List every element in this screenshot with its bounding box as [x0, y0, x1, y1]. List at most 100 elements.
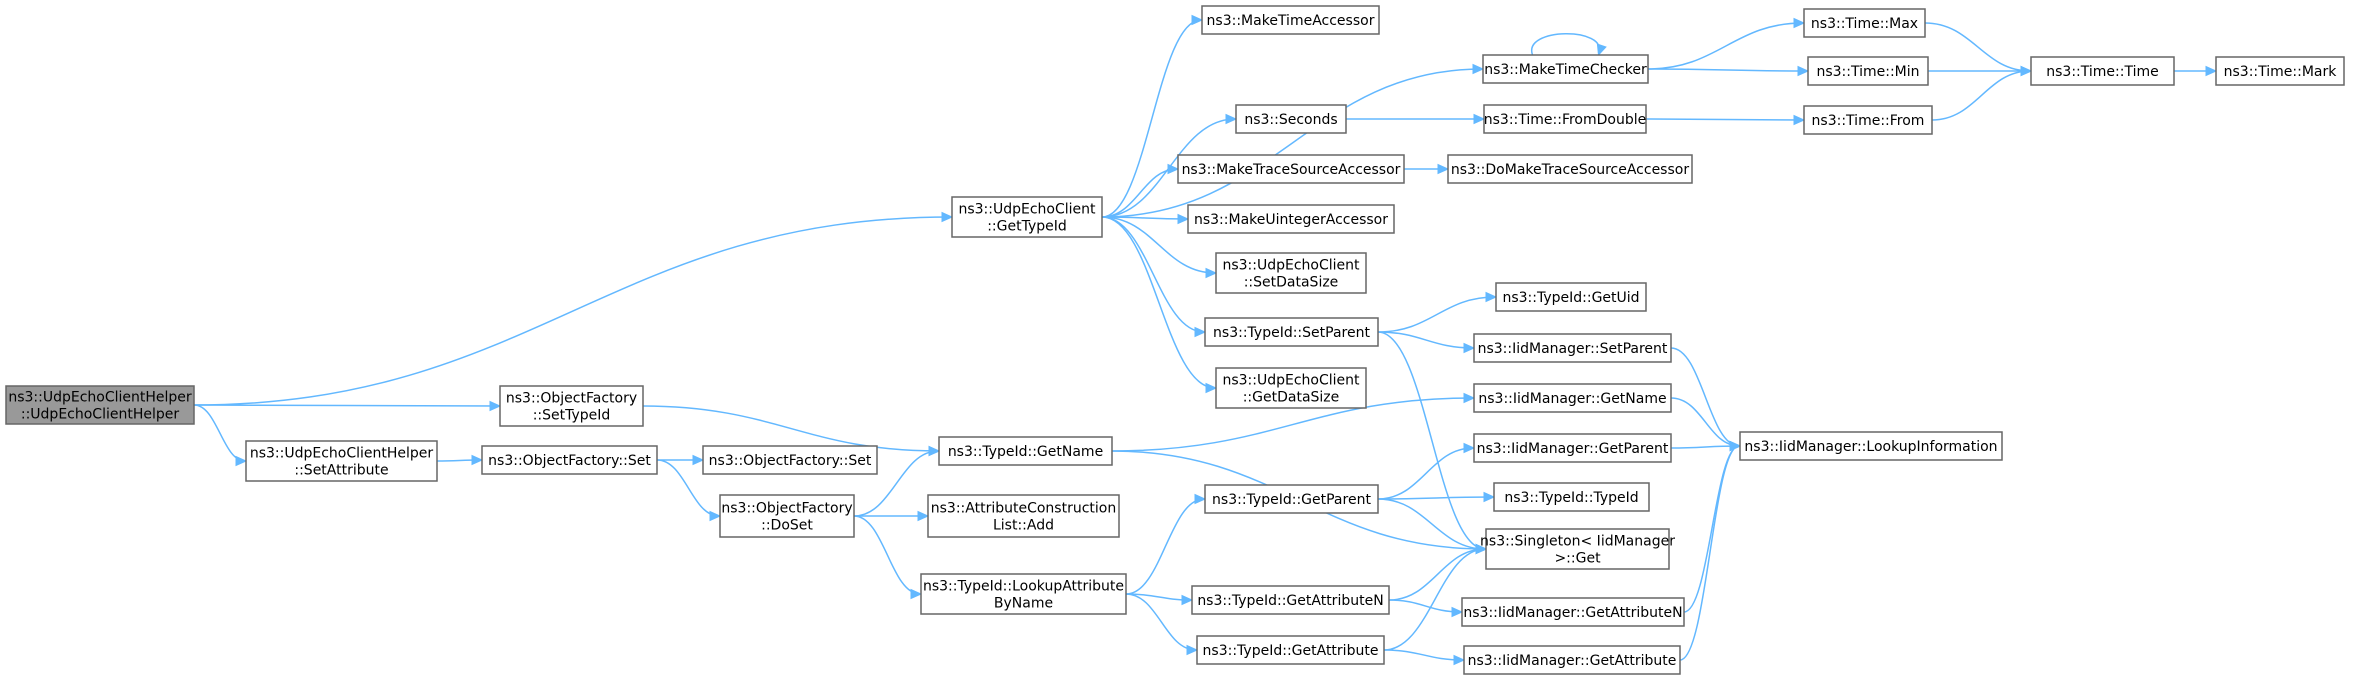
node-singleton-get[interactable]: ns3::Singleton< IidManager>::Get — [1480, 528, 1675, 570]
node-label: ns3::Time::Max — [1811, 16, 1918, 32]
call-edge-of-do-set-to-ac-list-add — [853, 510, 930, 522]
node-tid-get-uid[interactable]: ns3::TypeId::GetUid — [1495, 282, 1647, 312]
call-edge-lookup-attr-to-tid-get-attr-n — [1125, 593, 1194, 606]
node-label: ns3::IidManager::SetParent — [1478, 341, 1668, 357]
call-edge-seconds-to-time-from-double — [1346, 113, 1486, 125]
call-graph-nodes: ns3::UdpEchoClientHelper::UdpEchoClientH… — [5, 5, 2345, 675]
node-label: ns3::MakeUintegerAccessor — [1194, 212, 1388, 228]
call-edge-tid-set-parent-to-iid-set-parent — [1377, 331, 1476, 354]
node-root[interactable]: ns3::UdpEchoClientHelper::UdpEchoClientH… — [5, 385, 195, 425]
node-label: ns3::MakeTimeChecker — [1484, 62, 1647, 78]
node-time-time[interactable]: ns3::Time::Time — [2030, 56, 2175, 86]
call-edge-tid-set-parent-to-tid-get-uid — [1377, 291, 1498, 333]
node-label: ns3::UdpEchoClient — [1222, 373, 1360, 389]
call-edge-time-time-to-time-mark — [2174, 65, 2218, 77]
node-time-from[interactable]: ns3::Time::From — [1803, 105, 1933, 135]
node-label: >::Get — [1554, 551, 1601, 567]
node-label: ns3::ObjectFactory — [506, 391, 637, 407]
node-label: ns3::Time::Min — [1816, 64, 1919, 80]
call-edge-get-type-id-to-make-uint-acc — [1101, 213, 1190, 225]
node-of-do-set[interactable]: ns3::ObjectFactory::DoSet — [719, 494, 855, 538]
node-iid-get-attr-n[interactable]: ns3::IidManager::GetAttributeN — [1461, 597, 1685, 627]
node-label: ns3::TypeId::GetName — [948, 444, 1103, 460]
node-helper-set-attr[interactable]: ns3::UdpEchoClientHelper::SetAttribute — [245, 440, 438, 482]
node-iid-get-parent[interactable]: ns3::IidManager::GetParent — [1473, 433, 1672, 463]
node-tid-get-parent[interactable]: ns3::TypeId::GetParent — [1204, 484, 1379, 514]
node-label: ns3::ObjectFactory — [721, 501, 852, 517]
node-time-min[interactable]: ns3::Time::Min — [1807, 56, 1929, 86]
call-graph-edges — [193, 14, 2218, 666]
call-edge-tid-get-parent-to-iid-get-parent — [1377, 442, 1476, 500]
node-label: ns3::IidManager::GetAttributeN — [1463, 605, 1682, 621]
node-label: ns3::Time::Time — [2046, 64, 2158, 80]
node-label: ns3::TypeId::LookupAttribute — [923, 579, 1124, 595]
node-label: ns3::MakeTimeAccessor — [1207, 13, 1375, 29]
node-iid-get-attr[interactable]: ns3::IidManager::GetAttribute — [1463, 645, 1681, 675]
call-edge-of-do-set-to-tid-get-name — [853, 445, 941, 517]
node-set-data-size[interactable]: ns3::UdpEchoClient::SetDataSize — [1215, 252, 1367, 294]
call-edge-get-type-id-to-make-time-checker — [1101, 63, 1485, 218]
call-edge-make-time-checker-to-make-time-checker — [1531, 33, 1607, 57]
node-label: ns3::MakeTraceSourceAccessor — [1182, 162, 1401, 178]
node-iid-lookup-info[interactable]: ns3::IidManager::LookupInformation — [1739, 431, 2003, 461]
node-iid-get-name[interactable]: ns3::IidManager::GetName — [1473, 383, 1672, 413]
node-get-type-id[interactable]: ns3::UdpEchoClient::GetTypeId — [951, 196, 1103, 238]
node-label: ns3::UdpEchoClientHelper — [250, 446, 434, 462]
node-make-time-accessor[interactable]: ns3::MakeTimeAccessor — [1201, 5, 1380, 35]
call-edge-make-time-checker-to-time-min — [1647, 65, 1810, 77]
call-edge-get-type-id-to-get-data-size — [1101, 216, 1218, 394]
node-time-max[interactable]: ns3::Time::Max — [1803, 8, 1926, 38]
node-seconds[interactable]: ns3::Seconds — [1235, 104, 1347, 134]
node-of-set-type-id[interactable]: ns3::ObjectFactory::SetTypeId — [499, 385, 644, 427]
node-label: ns3::IidManager::GetAttribute — [1468, 653, 1677, 669]
call-edge-time-min-to-time-time — [1928, 65, 2033, 77]
call-edge-time-max-to-time-time — [1924, 22, 2033, 77]
node-label: ns3::UdpEchoClientHelper — [8, 390, 192, 406]
call-edge-of-set1-to-of-do-set — [656, 459, 722, 522]
node-label: ns3::TypeId::TypeId — [1504, 490, 1638, 506]
node-make-time-checker[interactable]: ns3::MakeTimeChecker — [1482, 54, 1649, 84]
node-time-mark[interactable]: ns3::Time::Mark — [2215, 56, 2345, 86]
node-tid-get-attr-n[interactable]: ns3::TypeId::GetAttributeN — [1191, 585, 1390, 615]
call-edge-time-from-to-time-time — [1931, 65, 2033, 121]
node-label: ns3::ObjectFactory::Set — [709, 453, 872, 469]
call-edge-tid-get-attr-to-iid-get-attr — [1383, 649, 1466, 666]
call-edge-get-type-id-to-make-trace-src-acc — [1101, 163, 1180, 218]
node-make-uint-acc[interactable]: ns3::MakeUintegerAccessor — [1187, 204, 1395, 234]
call-edge-root-to-get-type-id — [193, 211, 954, 406]
node-of-set2[interactable]: ns3::ObjectFactory::Set — [702, 445, 878, 475]
node-label: ::SetAttribute — [294, 463, 388, 479]
node-tid-get-attr[interactable]: ns3::TypeId::GetAttribute — [1196, 635, 1385, 665]
node-do-make-trace-src-acc[interactable]: ns3::DoMakeTraceSourceAccessor — [1447, 154, 1693, 184]
call-edge-get-type-id-to-tid-set-parent — [1101, 216, 1207, 338]
call-edge-lookup-attr-to-tid-get-parent — [1125, 493, 1207, 595]
call-edge-root-to-helper-set-attr — [193, 404, 248, 467]
node-label: ::GetTypeId — [987, 219, 1067, 235]
call-edge-get-type-id-to-set-data-size — [1101, 216, 1218, 279]
call-edge-tid-get-parent-to-tid-type-id — [1377, 491, 1496, 503]
node-label: ns3::DoMakeTraceSourceAccessor — [1451, 162, 1689, 178]
call-edge-make-trace-src-acc-to-do-make-trace-src-acc — [1403, 163, 1450, 175]
call-edge-tid-get-attr-to-singleton-get — [1383, 543, 1488, 651]
node-of-set1[interactable]: ns3::ObjectFactory::Set — [481, 445, 658, 475]
node-label: ::SetDataSize — [1244, 275, 1339, 291]
node-label: ns3::IidManager::LookupInformation — [1744, 439, 1997, 455]
node-label: ns3::Seconds — [1244, 112, 1337, 128]
node-label: ns3::TypeId::SetParent — [1213, 325, 1370, 341]
call-edge-root-to-of-set-type-id — [193, 400, 502, 412]
node-label: ns3::IidManager::GetName — [1478, 391, 1666, 407]
node-label: List::Add — [993, 518, 1054, 534]
node-tid-type-id[interactable]: ns3::TypeId::TypeId — [1493, 482, 1650, 512]
node-tid-set-parent[interactable]: ns3::TypeId::SetParent — [1204, 317, 1379, 347]
node-label: ns3::TypeId::GetUid — [1502, 290, 1639, 306]
node-label: ByName — [994, 596, 1053, 612]
node-time-from-double[interactable]: ns3::Time::FromDouble — [1483, 104, 1647, 134]
node-get-data-size[interactable]: ns3::UdpEchoClient::GetDataSize — [1215, 367, 1367, 409]
node-iid-set-parent[interactable]: ns3::IidManager::SetParent — [1473, 333, 1672, 363]
node-tid-get-name[interactable]: ns3::TypeId::GetName — [938, 436, 1113, 466]
call-edge-tid-get-name-to-iid-get-name — [1111, 392, 1476, 452]
node-label: ns3::ObjectFactory::Set — [488, 453, 651, 469]
node-make-trace-src-acc[interactable]: ns3::MakeTraceSourceAccessor — [1177, 154, 1405, 184]
